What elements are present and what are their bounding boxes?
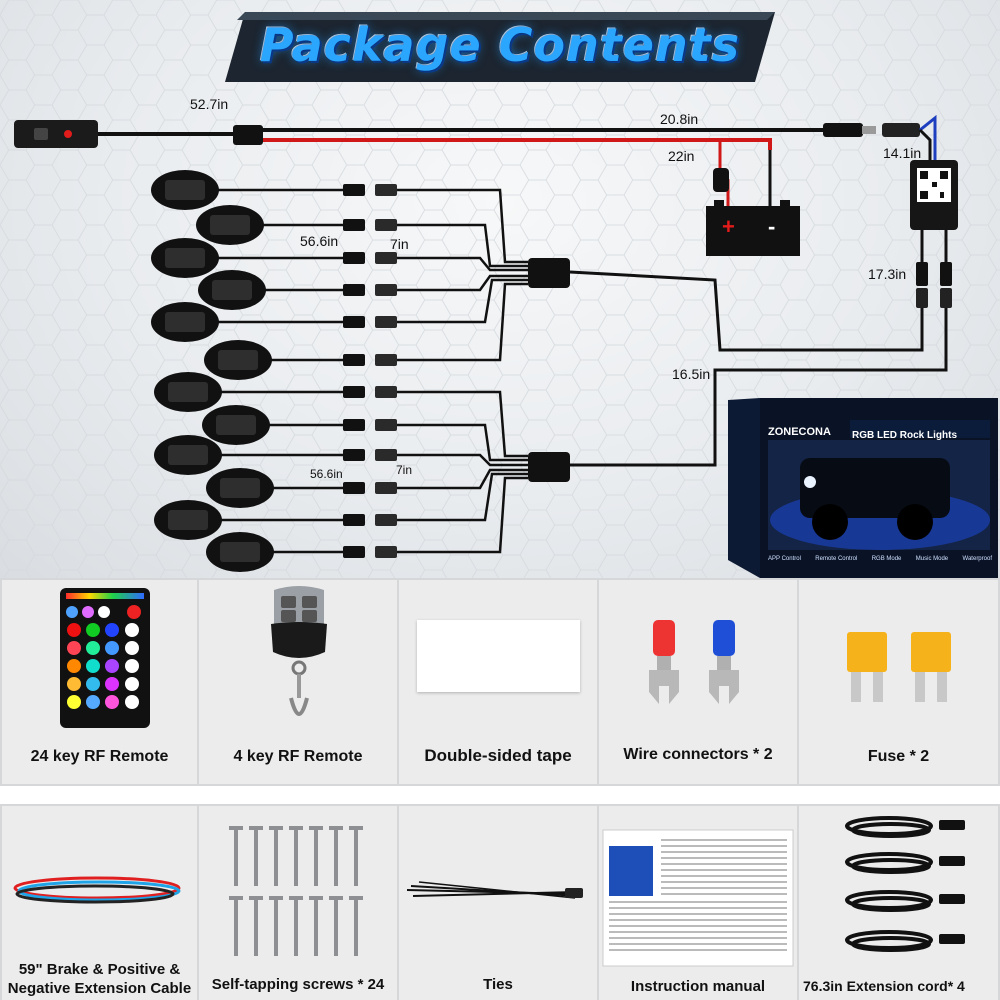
screw-icon xyxy=(229,826,363,956)
item-extension-cords: 76.3in Extension cord* 4 xyxy=(799,806,998,1000)
measure-to-controller: 20.8in xyxy=(660,111,699,127)
item-caption: 24 key RF Remote xyxy=(30,748,169,765)
item-fuse: Fuse * 2 xyxy=(799,580,998,784)
box-feature: Waterproof xyxy=(962,556,992,562)
item-caption: Instruction manual xyxy=(630,978,766,995)
measure-battery-lead: 22in xyxy=(668,148,695,164)
item-caption: 4 key RF Remote xyxy=(233,748,363,765)
measure-pod-split-top: 7in xyxy=(390,236,409,252)
measure-controller-lead: 14.1in xyxy=(883,145,922,161)
led-pods-bottom-group xyxy=(218,390,528,554)
box-feature: APP Control xyxy=(768,556,801,562)
box-brand: ZONECONA xyxy=(768,426,831,438)
switch-box-icon xyxy=(14,120,98,148)
box-features: APP Control Remote Control RGB Mode Musi… xyxy=(768,556,992,562)
box-product: RGB LED Rock Lights xyxy=(852,430,958,441)
item-extension-cable: 59" Brake & Positive & Negative Extensio… xyxy=(2,806,197,1000)
item-caption: Fuse * 2 xyxy=(867,748,930,765)
led-pods-top-group xyxy=(218,188,528,362)
manual-booklet-icon xyxy=(602,829,794,967)
item-caption: Double-sided tape xyxy=(424,746,572,765)
title-banner xyxy=(225,12,775,82)
box-feature: RGB Mode xyxy=(871,556,902,562)
item-4-key-remote: 4 key RF Remote xyxy=(199,580,397,784)
item-caption-line2: Negative Extension Cable xyxy=(7,980,192,997)
accessories-row-2: 59" Brake & Positive & Negative Extensio… xyxy=(0,804,1000,1000)
battery-icon xyxy=(706,200,800,256)
measure-pod-split-bottom: 7in xyxy=(396,463,413,477)
page-title: Package Contents xyxy=(259,18,741,72)
item-screws: Self-tapping screws * 24 xyxy=(199,806,397,1000)
measure-pod-lead-top: 56.6in xyxy=(300,233,339,249)
led-pod-icons xyxy=(151,170,274,572)
item-wire-connectors: Wire connectors * 2 xyxy=(599,580,797,784)
remote-24-key-icon xyxy=(60,588,150,728)
measure-hub-lead: 16.5in xyxy=(672,366,711,382)
item-double-sided-tape: Double-sided tape xyxy=(399,580,597,784)
controller-box-icon xyxy=(910,160,958,230)
item-manual: Instruction manual xyxy=(599,806,797,1000)
spade-connector-icon xyxy=(649,620,739,704)
battery-positive: + xyxy=(722,214,735,239)
wiring-lines xyxy=(14,114,998,578)
fuse-holder-icon xyxy=(713,168,729,192)
item-caption: Wire connectors * 2 xyxy=(623,746,773,763)
battery-negative: - xyxy=(768,214,776,239)
dc-socket-icon xyxy=(882,123,920,137)
item-caption: Ties xyxy=(483,976,513,993)
splitter-hub-top-icon xyxy=(528,258,570,288)
wiring-diagram: Package Contents xyxy=(0,0,1000,578)
measure-controller-out: 17.3in xyxy=(868,266,907,282)
blade-fuse-icon xyxy=(847,632,951,702)
row-divider xyxy=(0,786,1000,804)
splitter-hub-bottom-icon xyxy=(528,452,570,482)
item-24-key-remote: 24 key RF Remote xyxy=(2,580,197,784)
tri-color-cable-icon xyxy=(13,876,181,904)
measure-pod-lead-bottom: 56.6in xyxy=(310,467,343,481)
measure-main-harness: 52.7in xyxy=(190,96,229,112)
extension-cord-icon xyxy=(845,816,965,952)
dc-plug-icon xyxy=(823,123,863,137)
item-caption: Self-tapping screws * 24 xyxy=(211,976,385,993)
item-caption: 76.3in Extension cord* 4 xyxy=(803,978,965,994)
inline-connector-icon xyxy=(233,125,263,145)
item-caption-line1: 59" Brake & Positive & xyxy=(18,961,181,978)
box-feature: Remote Control xyxy=(815,556,858,562)
retail-box-image xyxy=(728,398,998,578)
cable-tie-icon xyxy=(406,881,583,899)
keyfob-remote-icon xyxy=(271,586,327,716)
box-feature: Music Mode xyxy=(915,556,949,562)
accessories-row-1: 24 key RF Remote 4 key RF Remote Double-… xyxy=(0,578,1000,786)
pod-connectors xyxy=(343,184,397,558)
item-ties: Ties xyxy=(399,806,597,1000)
tape-strip-icon xyxy=(417,620,580,692)
